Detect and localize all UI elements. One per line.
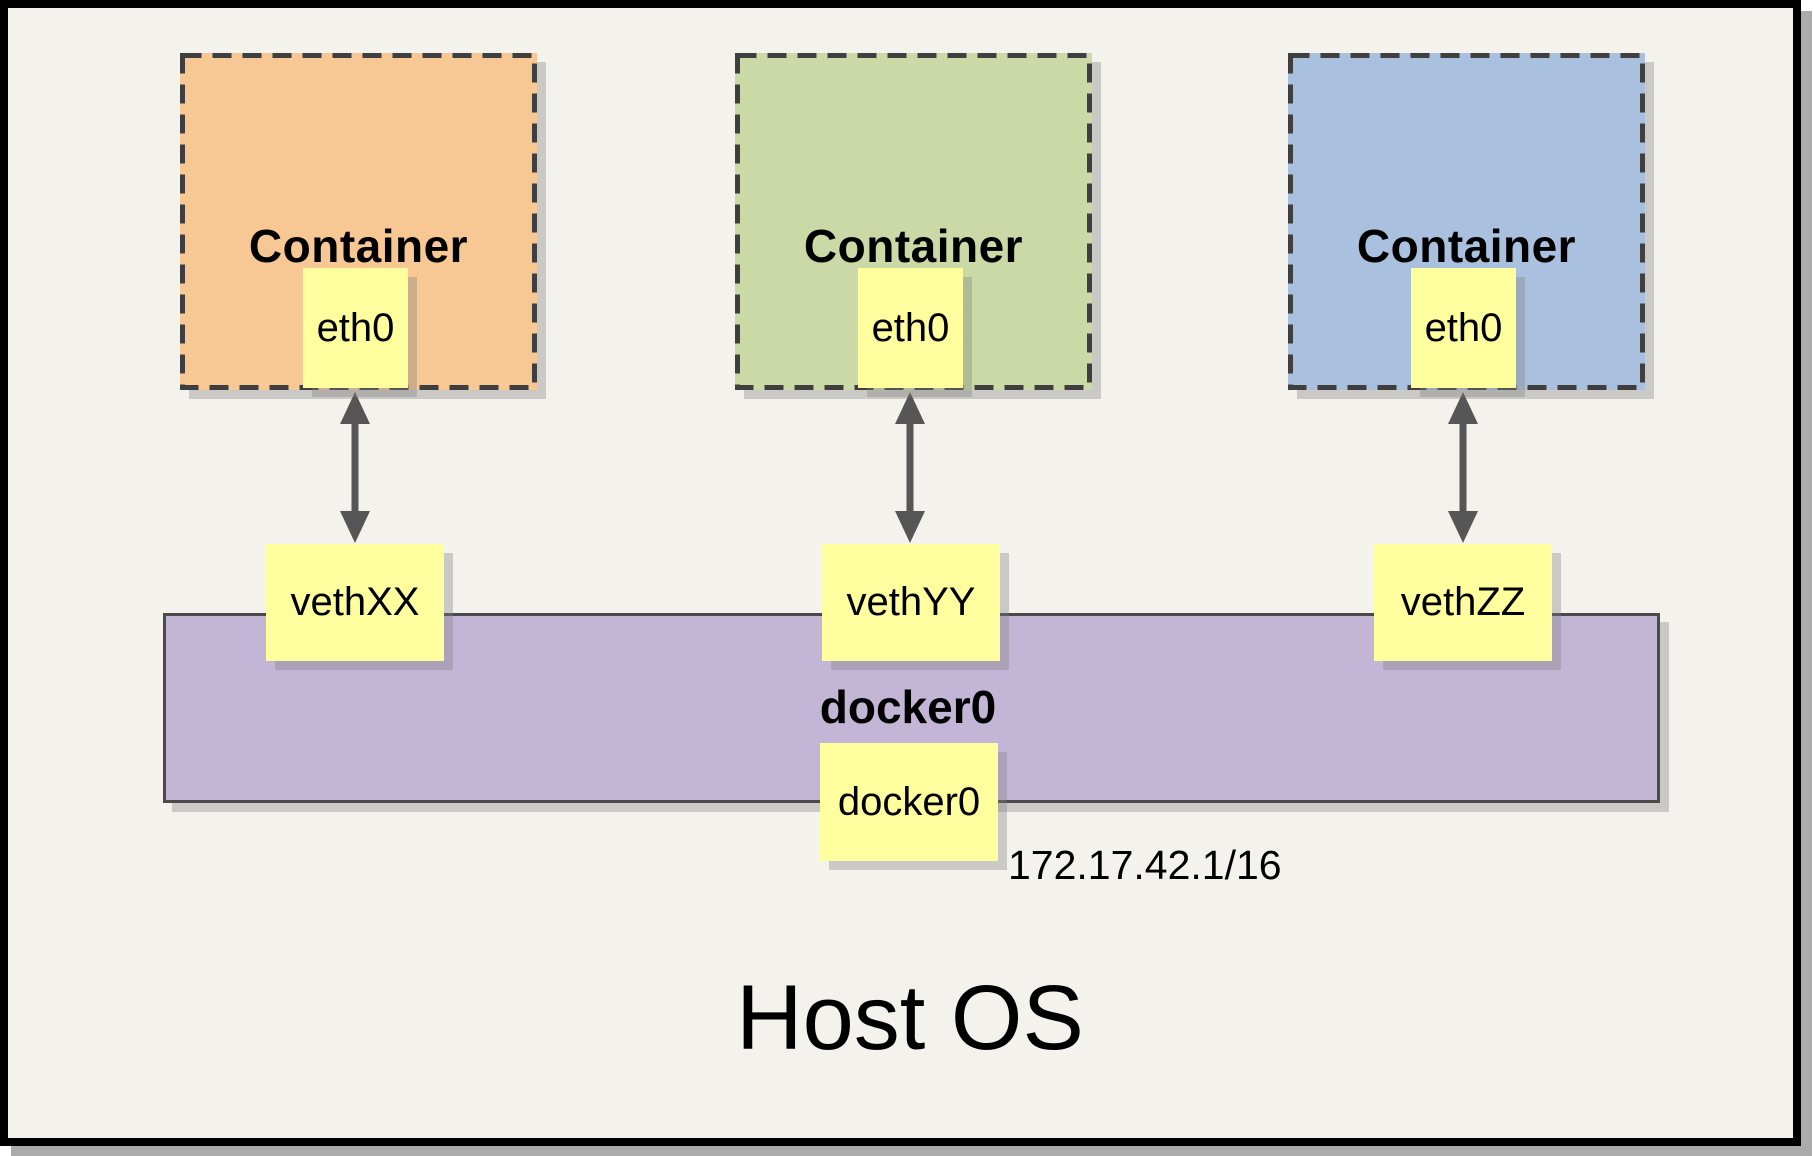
dashed-border: [1288, 53, 1645, 390]
dashed-border: [180, 53, 537, 390]
veth-interface-box-2: vethYY: [822, 544, 1000, 661]
eth0-label: eth0: [316, 305, 395, 350]
docker0-interface-box: docker0: [820, 743, 998, 861]
container-title: Container: [248, 220, 469, 272]
veth-label: vethXX: [290, 580, 420, 624]
veth-interface-box-1: vethXX: [266, 544, 444, 661]
eth0-interface-box-1: eth0: [303, 268, 408, 388]
eth0-interface-box-3: eth0: [1411, 268, 1516, 388]
docker0-interface-label: docker0: [837, 779, 981, 824]
container-title: Container: [803, 220, 1024, 272]
eth0-label: eth0: [871, 305, 950, 350]
container-title: Container: [1356, 220, 1577, 272]
host-os-title: Host OS: [736, 967, 1084, 1069]
eth0-interface-box-2: eth0: [858, 268, 963, 388]
veth-interface-box-3: vethZZ: [1374, 544, 1552, 661]
dashed-border: [735, 53, 1092, 390]
bridge-ip-address: 172.17.42.1/16: [1008, 842, 1282, 888]
docker0-bridge-title: docker0: [819, 681, 997, 733]
eth0-label: eth0: [1424, 305, 1503, 350]
veth-label: vethZZ: [1400, 580, 1526, 624]
veth-label: vethYY: [846, 580, 976, 624]
